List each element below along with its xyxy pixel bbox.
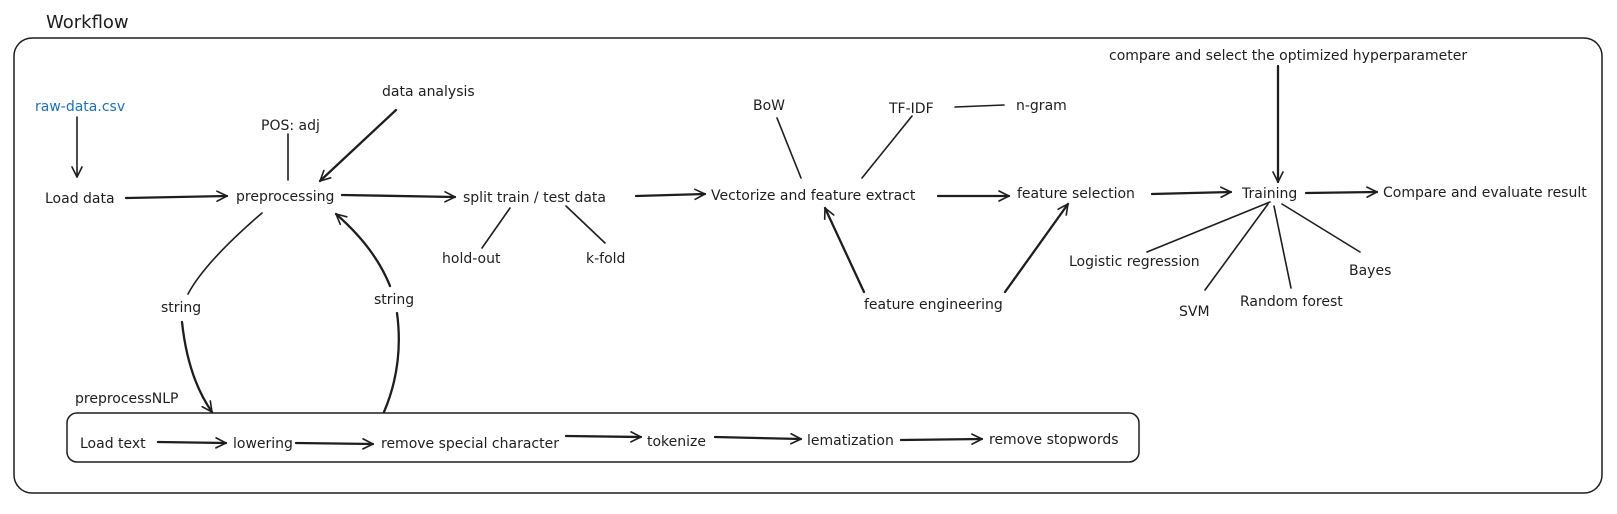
node-random-forest: Random forest	[1240, 294, 1343, 310]
node-load-text: Load text	[80, 436, 146, 452]
edge-lematization-removestopwords	[899, 433, 984, 445]
edge-loaddata-preprocessing	[124, 190, 229, 202]
node-tokenize: tokenize	[647, 434, 706, 450]
edge-dataanalysis-preprocessing	[318, 108, 398, 183]
edge-tfidf-vectorize	[861, 115, 913, 179]
node-feature-selection: feature selection	[1017, 186, 1135, 202]
node-bayes: Bayes	[1349, 263, 1391, 279]
edge-split-kfold	[565, 205, 606, 244]
edge-string-preprocessing	[334, 212, 392, 288]
node-string-in: string	[374, 292, 414, 308]
node-svm: SVM	[1179, 304, 1210, 320]
node-remove-stopwords: remove stopwords	[989, 432, 1119, 448]
preprocess-nlp-frame	[66, 412, 1140, 463]
edge-featureeng-vectorize	[823, 206, 866, 294]
node-ngram: n-gram	[1016, 98, 1067, 114]
edge-training-randomforest	[1273, 205, 1292, 289]
node-vectorize: Vectorize and feature extract	[711, 188, 916, 204]
node-remove-special: remove special character	[381, 436, 559, 452]
edge-training-logistic	[1146, 201, 1271, 253]
node-preprocessing: preprocessing	[236, 189, 334, 205]
edge-preprocessing-string	[187, 212, 263, 295]
edge-bow-vectorize	[776, 117, 802, 179]
node-string-out: string	[161, 300, 201, 316]
node-data-analysis: data analysis	[382, 84, 475, 100]
edge-removespecial-tokenize	[564, 431, 643, 443]
edges	[71, 64, 1379, 450]
edge-lowering-removespecial	[294, 438, 375, 450]
preprocess-nlp-title: preprocessNLP	[75, 391, 178, 407]
node-compare: Compare and evaluate result	[1383, 185, 1587, 201]
node-logistic-regression: Logistic regression	[1069, 254, 1200, 270]
node-bow: BoW	[753, 98, 785, 114]
nodes: raw-data.csv Load data POS: adj data ana…	[35, 48, 1587, 452]
raw-data-link[interactable]: raw-data.csv	[35, 99, 125, 115]
edge-training-svm	[1204, 203, 1269, 291]
edge-featureeng-featureselection	[1003, 202, 1070, 294]
node-k-fold: k-fold	[586, 251, 625, 267]
edge-training-compare	[1304, 186, 1379, 198]
edge-string-preprocessnlp	[180, 320, 214, 414]
edge-loadtext-lowering	[156, 437, 228, 449]
edge-tfidf-ngram	[954, 104, 1005, 108]
node-pos-adj: POS: adj	[261, 118, 320, 134]
edge-featureselection-training	[1150, 186, 1233, 199]
node-training: Training	[1241, 186, 1297, 202]
node-feature-engineering: feature engineering	[864, 297, 1003, 313]
node-tfidf: TF-IDF	[888, 101, 934, 117]
edge-preprocessing-split	[340, 191, 457, 203]
node-hold-out: hold-out	[442, 251, 501, 267]
node-load-data: Load data	[45, 191, 115, 207]
node-lowering: lowering	[233, 436, 293, 452]
node-lematization: lematization	[807, 433, 894, 449]
edge-split-holdout	[481, 207, 511, 249]
edge-preprocessnlp-string	[382, 311, 400, 414]
edge-training-bayes	[1281, 203, 1361, 253]
workflow-frame	[13, 37, 1603, 494]
node-split: split train / test data	[463, 190, 606, 206]
node-hyperparameter: compare and select the optimized hyperpa…	[1109, 48, 1467, 64]
edge-tokenize-lematization	[713, 432, 803, 445]
workflow-frame-title: Workflow	[46, 12, 129, 33]
edge-split-vectorize	[634, 188, 707, 201]
